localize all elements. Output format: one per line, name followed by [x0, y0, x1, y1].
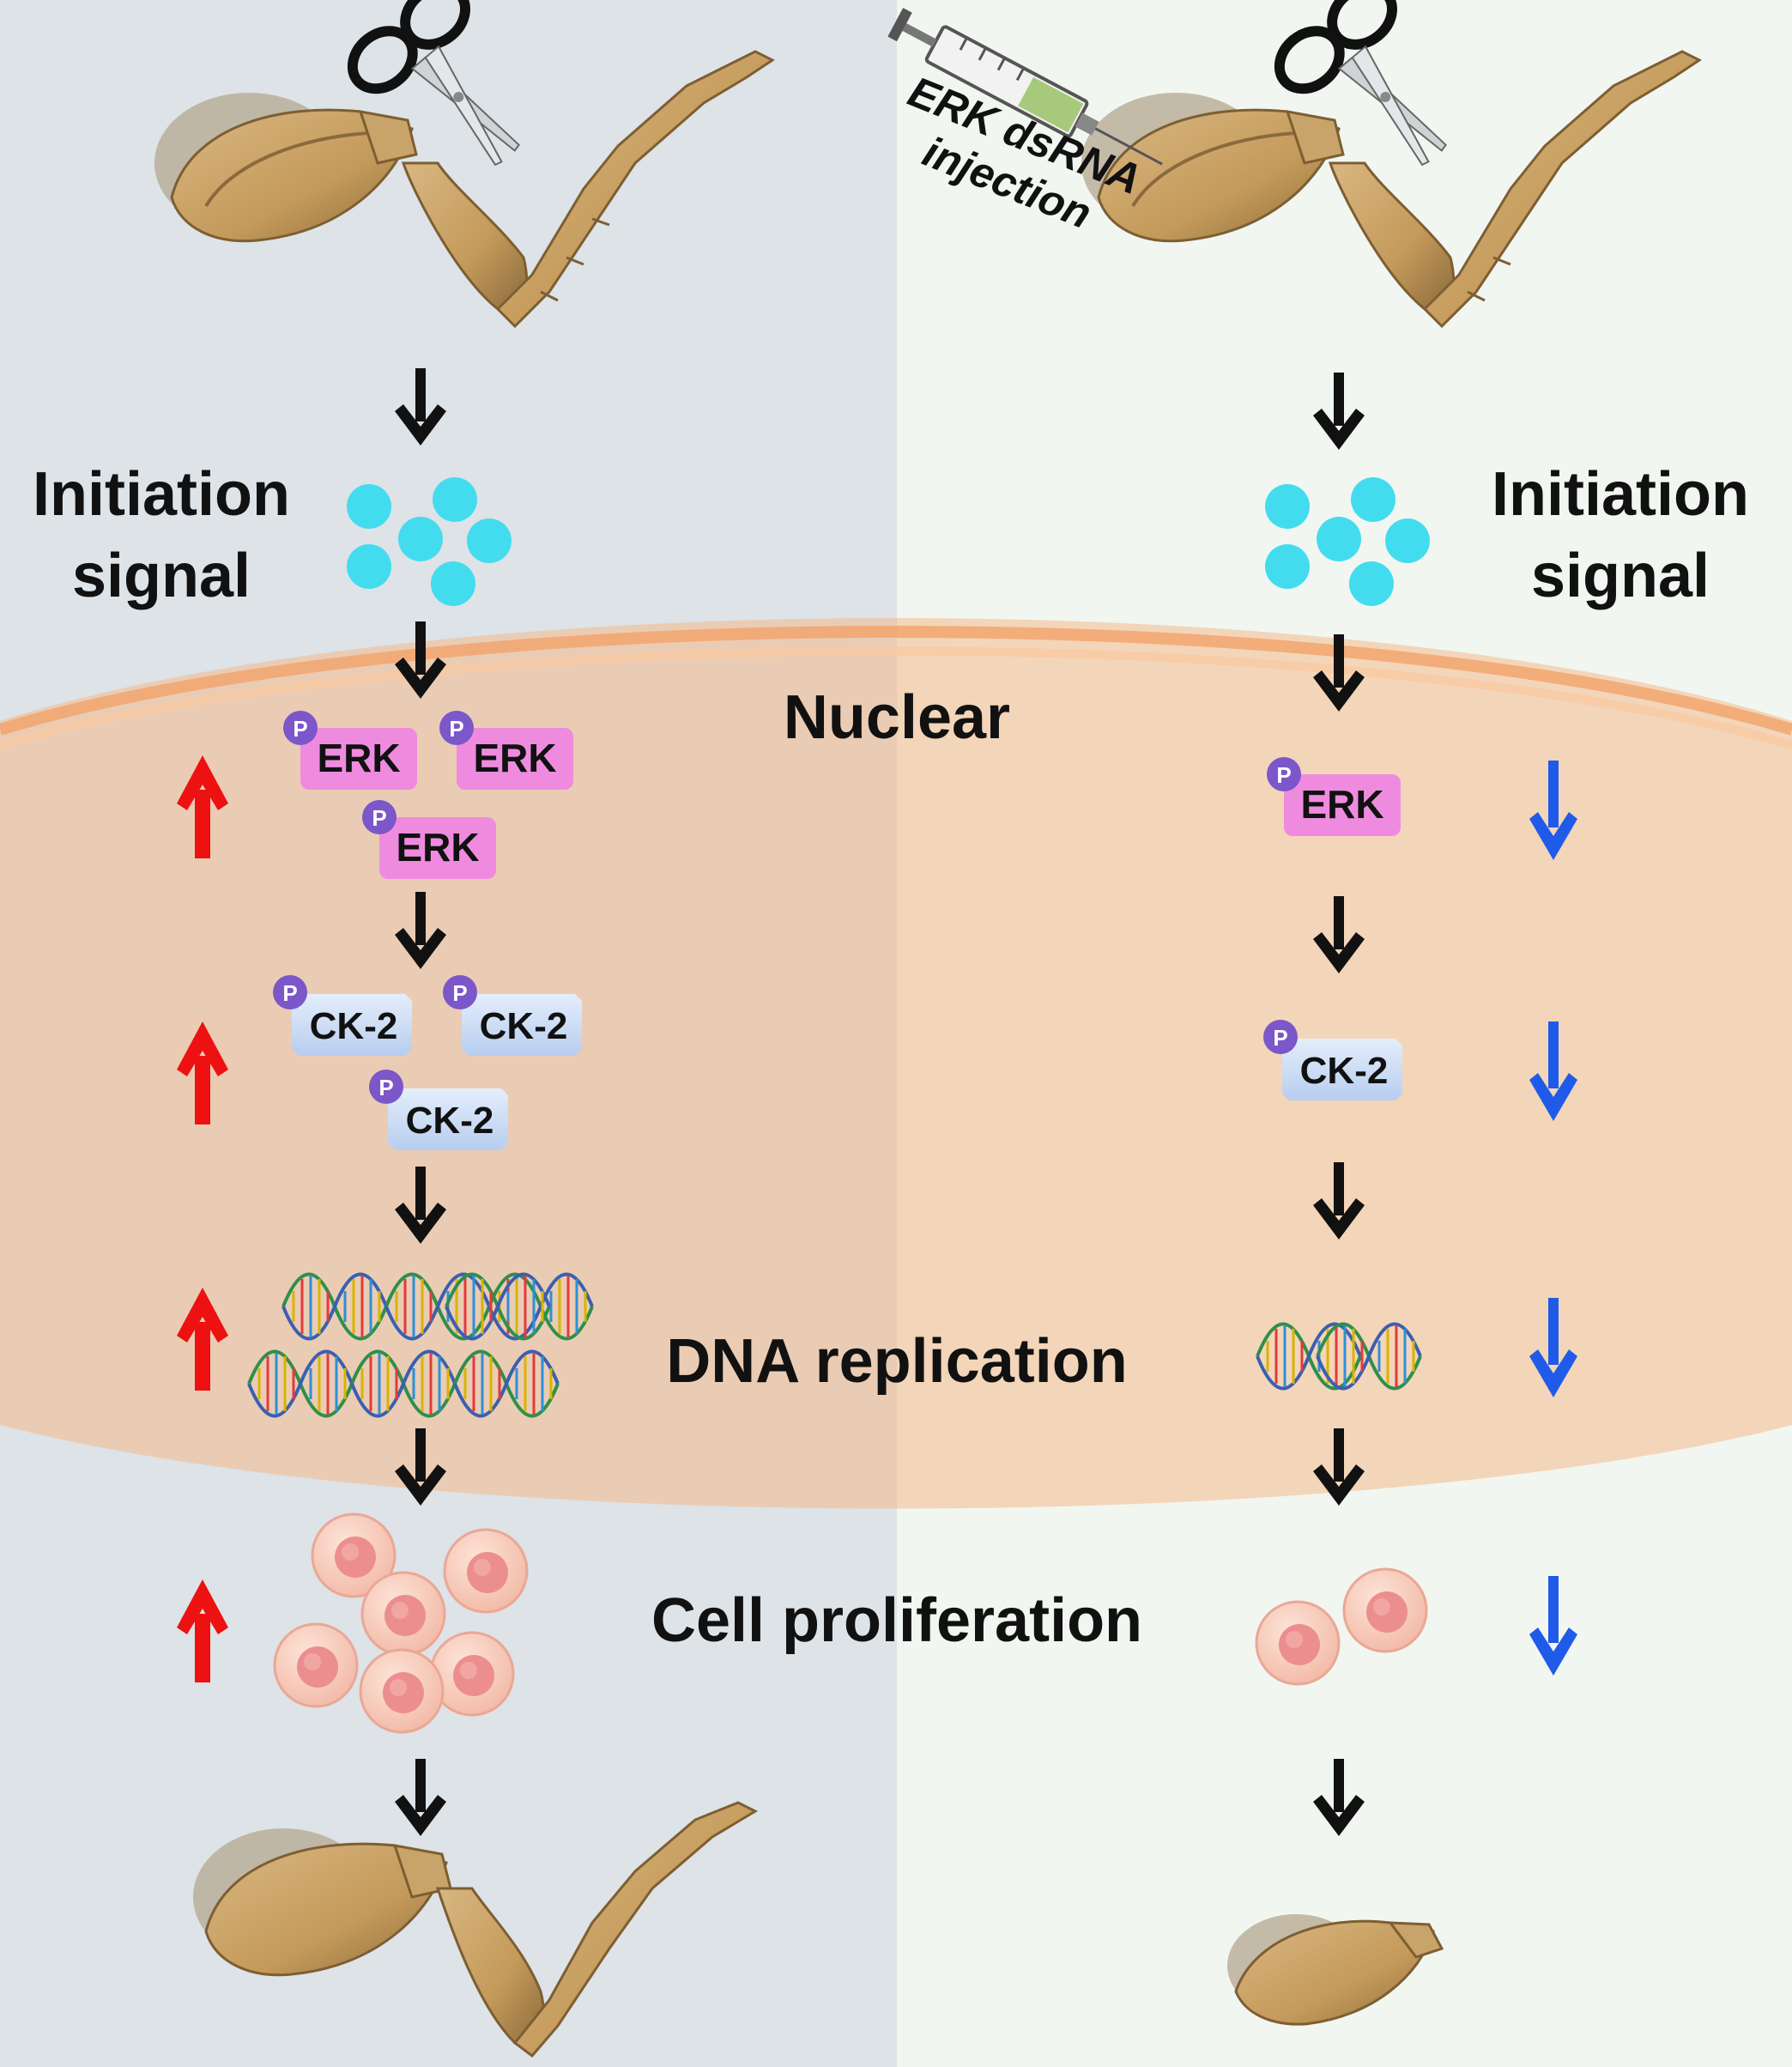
erk-left-1: ERK P: [283, 711, 417, 790]
ck2-right-1: CK-2 P: [1263, 1020, 1402, 1100]
signal-dots-left: [347, 477, 512, 606]
insect-leg-icon: [1081, 50, 1702, 329]
svg-text:P: P: [293, 716, 307, 742]
svg-text:CK-2: CK-2: [1300, 1050, 1389, 1092]
dna-replication-label: DNA replication: [666, 1327, 1127, 1396]
erk-left-3: ERK P: [362, 800, 496, 879]
scissors-icon: [1274, 0, 1447, 167]
initiation-signal-label-right-line1: Initiation: [1492, 460, 1749, 529]
erk-right-1: ERK P: [1267, 757, 1401, 836]
svg-text:P: P: [282, 980, 297, 1006]
syringe-icon: [887, 8, 1163, 166]
ck2-left-3: CK-2 P: [369, 1070, 508, 1150]
ck2-left-1: CK-2 P: [273, 975, 412, 1056]
svg-text:P: P: [449, 716, 463, 742]
insect-leg-icon: [1227, 1914, 1444, 2026]
svg-text:ERK: ERK: [473, 736, 556, 780]
svg-text:P: P: [372, 805, 386, 831]
svg-text:CK-2: CK-2: [310, 1005, 398, 1047]
insect-leg-icon: [193, 1801, 759, 2058]
svg-text:P: P: [1276, 762, 1291, 788]
initiation-signal-label-left-line2: signal: [72, 542, 251, 610]
initiation-signal-label-right-line2: signal: [1531, 542, 1710, 610]
svg-text:P: P: [1273, 1025, 1287, 1051]
erk-left-2: ERK P: [439, 711, 573, 790]
signal-dots-right: [1265, 477, 1430, 606]
svg-text:P: P: [452, 980, 467, 1006]
svg-text:CK-2: CK-2: [480, 1005, 568, 1047]
svg-text:CK-2: CK-2: [406, 1100, 494, 1142]
initiation-signal-label-left-line1: Initiation: [33, 460, 290, 529]
scissors-icon: [347, 0, 520, 167]
cell-proliferation-label: Cell proliferation: [651, 1586, 1142, 1655]
svg-text:ERK: ERK: [396, 825, 479, 870]
ck2-left-2: CK-2 P: [443, 975, 582, 1056]
nuclear-label: Nuclear: [784, 683, 1010, 752]
svg-text:P: P: [378, 1075, 393, 1100]
svg-text:ERK: ERK: [1300, 782, 1383, 827]
svg-text:ERK: ERK: [317, 736, 400, 780]
insect-leg-icon: [154, 50, 775, 329]
